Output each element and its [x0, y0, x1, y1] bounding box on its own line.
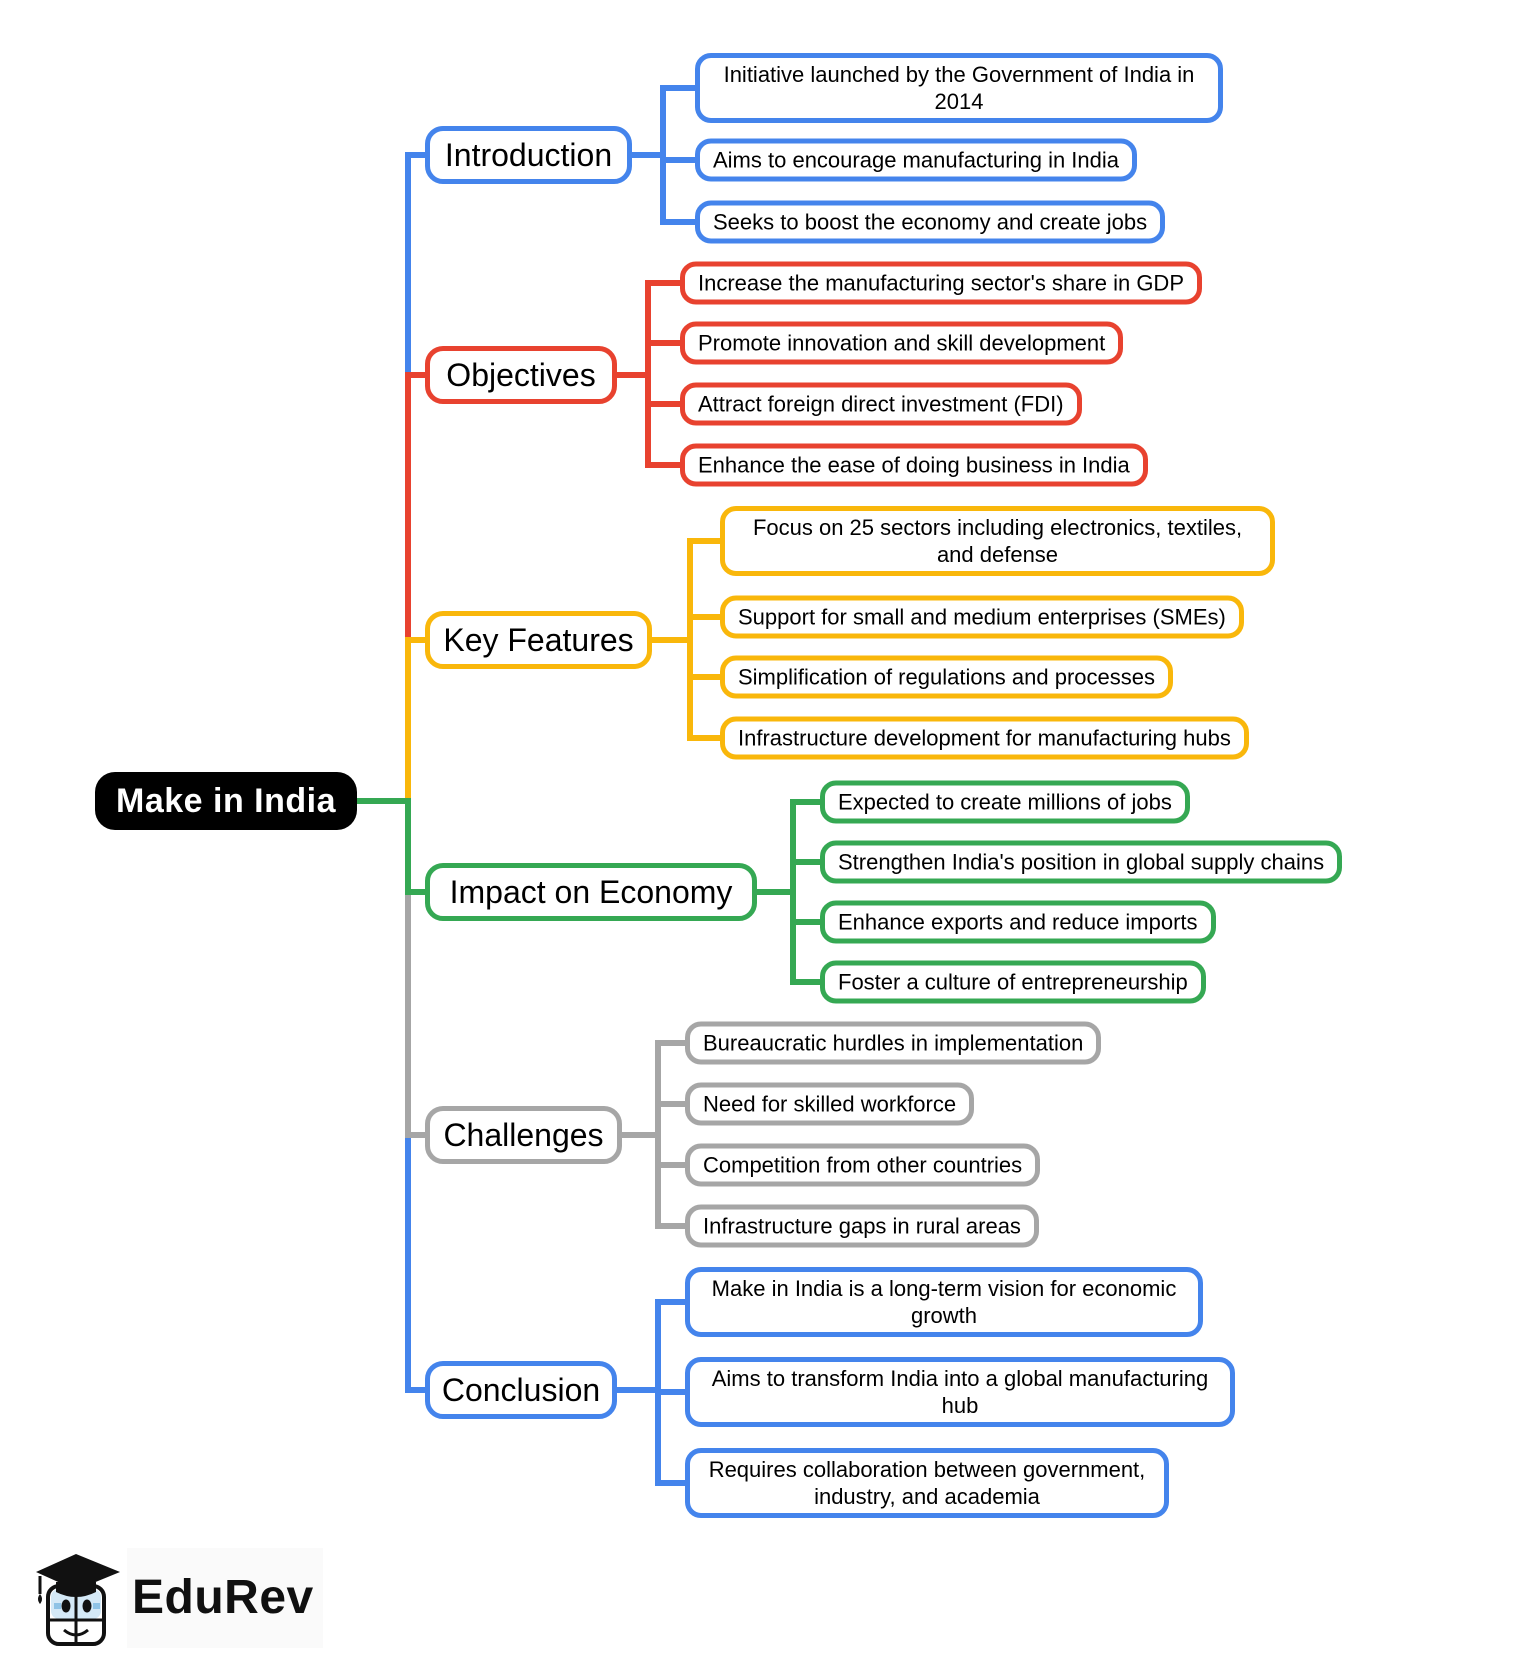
branch-out-conclusion — [613, 1387, 661, 1393]
edurev-mascot-icon — [30, 1552, 122, 1657]
child-stub — [645, 280, 685, 286]
child-stub — [790, 799, 825, 805]
child-stub — [655, 1299, 690, 1305]
child-stub — [655, 1162, 690, 1168]
root-connector — [352, 798, 411, 804]
branch-stub-impact — [405, 889, 430, 895]
child-stub — [660, 85, 700, 91]
child-node: Expected to create millions of jobs — [820, 780, 1190, 824]
branch-out-impact — [753, 889, 796, 895]
child-node: Focus on 25 sectors including electronic… — [720, 506, 1275, 576]
child-node: Bureaucratic hurdles in implementation — [685, 1021, 1102, 1065]
child-node: Initiative launched by the Government of… — [695, 53, 1223, 123]
trunk-segment-conclusion — [405, 1132, 411, 1393]
edurev-logo-text: EduRev — [132, 1571, 314, 1624]
child-trunk-objectives — [645, 280, 651, 468]
child-stub — [790, 979, 825, 985]
trunk-segment-key-features — [405, 637, 411, 798]
child-stub — [660, 219, 700, 225]
branch-node-key-features: Key Features — [425, 611, 652, 669]
child-node: Make in India is a long-term vision for … — [685, 1267, 1203, 1337]
branch-stub-objectives — [405, 372, 430, 378]
child-stub — [687, 614, 725, 620]
child-stub — [790, 919, 825, 925]
child-node: Strengthen India's position in global su… — [820, 840, 1343, 884]
branch-out-introduction — [628, 152, 666, 158]
branch-node-objectives: Objectives — [425, 346, 617, 404]
trunk-segment-challenges — [405, 889, 411, 1138]
child-trunk-impact — [790, 799, 796, 985]
branch-node-introduction: Introduction — [425, 126, 632, 184]
child-node: Enhance exports and reduce imports — [820, 900, 1216, 944]
logo-background — [127, 1548, 323, 1648]
child-stub — [687, 735, 725, 741]
child-node: Infrastructure gaps in rural areas — [685, 1204, 1039, 1248]
child-stub — [655, 1223, 690, 1229]
trunk-segment-introduction — [405, 152, 411, 378]
child-node: Aims to encourage manufacturing in India — [695, 138, 1138, 182]
child-node: Attract foreign direct investment (FDI) — [680, 382, 1082, 426]
branch-stub-key-features — [405, 637, 430, 643]
child-trunk-challenges — [655, 1040, 661, 1229]
child-stub — [687, 538, 725, 544]
branch-node-conclusion: Conclusion — [425, 1361, 617, 1419]
child-node: Increase the manufacturing sector's shar… — [680, 261, 1202, 305]
child-node: Simplification of regulations and proces… — [720, 655, 1174, 699]
root-node: Make in India — [95, 772, 357, 830]
child-node: Seeks to boost the economy and create jo… — [695, 200, 1166, 244]
child-node: Aims to transform India into a global ma… — [685, 1357, 1235, 1427]
child-stub — [655, 1101, 690, 1107]
trunk-segment-impact — [405, 798, 411, 895]
child-stub — [790, 859, 825, 865]
child-stub — [645, 340, 685, 346]
branch-stub-challenges — [405, 1132, 430, 1138]
trunk-segment-objectives — [405, 372, 411, 643]
child-node: Foster a culture of entrepreneurship — [820, 960, 1206, 1004]
branch-stub-conclusion — [405, 1387, 430, 1393]
child-stub — [655, 1040, 690, 1046]
child-stub — [645, 462, 685, 468]
child-node: Support for small and medium enterprises… — [720, 595, 1244, 639]
child-trunk-key-features — [687, 538, 693, 741]
child-node: Promote innovation and skill development — [680, 321, 1124, 365]
child-node: Infrastructure development for manufactu… — [720, 716, 1249, 760]
child-stub — [645, 401, 685, 407]
branch-node-challenges: Challenges — [425, 1106, 622, 1164]
branch-out-key-features — [648, 637, 693, 643]
child-node: Enhance the ease of doing business in In… — [680, 443, 1148, 487]
child-node: Need for skilled workforce — [685, 1082, 975, 1126]
child-node: Requires collaboration between governmen… — [685, 1448, 1169, 1518]
child-stub — [660, 157, 700, 163]
branch-stub-introduction — [405, 152, 430, 158]
child-stub — [687, 674, 725, 680]
child-stub — [655, 1389, 690, 1395]
branch-out-challenges — [618, 1132, 661, 1138]
child-node: Competition from other countries — [685, 1143, 1041, 1187]
child-stub — [655, 1480, 690, 1486]
child-trunk-introduction — [660, 85, 666, 225]
branch-node-impact: Impact on Economy — [425, 863, 757, 921]
branch-out-objectives — [613, 372, 651, 378]
